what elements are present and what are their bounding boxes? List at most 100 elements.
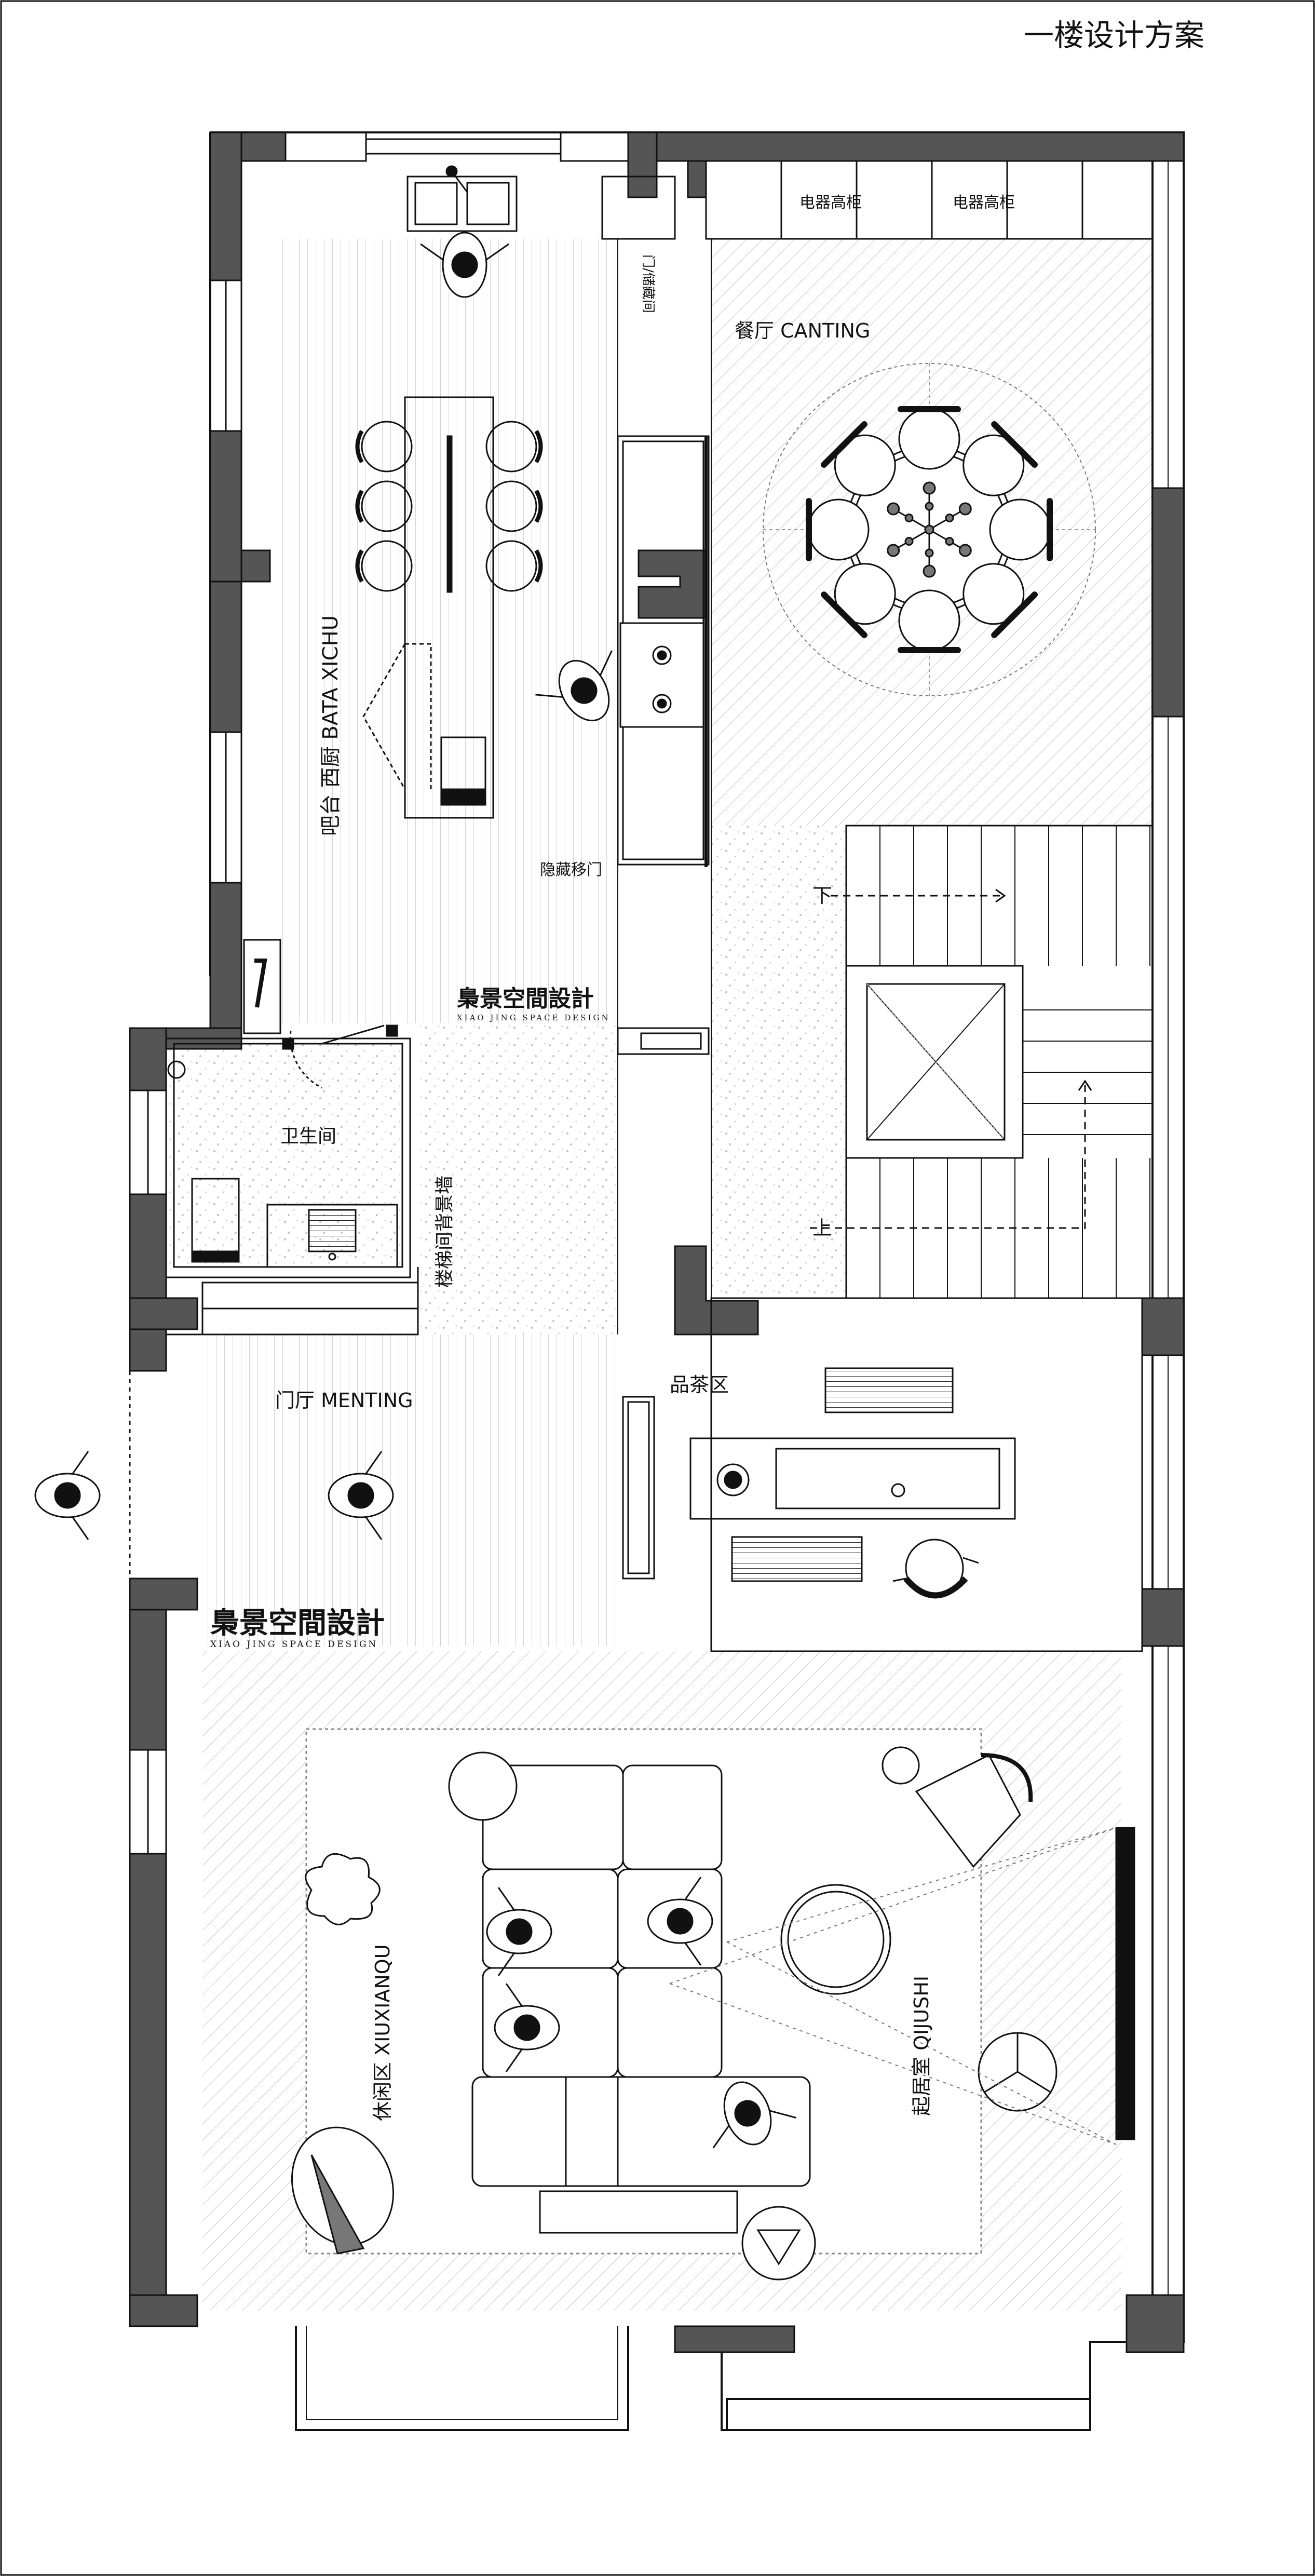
stair-hall-floor — [711, 826, 846, 1298]
chandelier-bulb — [887, 544, 900, 557]
person-arm — [600, 650, 613, 676]
living-zone — [291, 1746, 1135, 2281]
person-arm — [497, 1887, 515, 1910]
brand-name-2: 梟景空間設計 — [210, 1606, 385, 1640]
label-hidden-door: 隐藏移门 — [540, 861, 602, 879]
chandelier-bulb — [923, 564, 936, 578]
person-arm — [535, 694, 563, 698]
label-stairs-up: 上 — [812, 1217, 832, 1239]
chandelier-bulb — [925, 548, 934, 558]
label-living: 起居室 QIJUSHI — [910, 1976, 933, 2116]
sink-counter — [406, 176, 518, 232]
brand-stamp-2: 梟景空間設計 XIAO JING SPACE DESIGN — [210, 1606, 385, 1650]
windows — [129, 131, 1185, 2296]
dining-chair-back — [991, 421, 1038, 468]
person-figure — [494, 1983, 560, 2072]
dining-chair — [834, 563, 896, 625]
staircase — [845, 825, 1154, 1299]
bar-chair-back — [355, 430, 364, 463]
stair-arrowheads — [995, 888, 1092, 1091]
tea-chair — [892, 1539, 979, 1599]
chandelier-bulb — [923, 481, 936, 495]
person-arm — [72, 1451, 89, 1474]
bar-chair — [361, 480, 413, 532]
person-arm — [486, 243, 509, 261]
tea-table — [689, 1437, 1016, 1520]
label-closet-door: 门/储藏间 — [640, 254, 656, 313]
person-head — [347, 1482, 374, 1509]
person-arm — [497, 1953, 515, 1976]
dining-chair-back — [821, 421, 867, 468]
chandelier-bulb — [958, 544, 972, 557]
person-figure — [647, 1877, 713, 1966]
person-figure — [535, 650, 613, 722]
dining-chair — [962, 563, 1025, 625]
foyer-entrance — [129, 1267, 419, 1579]
tv-sightlines — [669, 1827, 1117, 2145]
dining-chair — [807, 498, 870, 561]
room-labels: 电器高柜 电器高柜 门/储藏间 餐厅 CANTING 吧台 西厨 BATA XI… — [275, 194, 1015, 2121]
person-arm — [365, 1451, 383, 1474]
person-head — [734, 2100, 761, 2127]
kitchen-zone — [243, 160, 1154, 1334]
label-foyer: 门厅 MENTING — [275, 1389, 413, 1412]
chandelier-bulb — [887, 502, 900, 516]
chandelier-center — [924, 524, 934, 535]
person-head — [451, 251, 478, 278]
foyer-floor — [202, 1334, 618, 1646]
brand-stamp-1: 梟景空間設計 XIAO JING SPACE DESIGN — [456, 986, 611, 1022]
tea-zone — [622, 1297, 1143, 1652]
person-arm — [505, 1983, 523, 2006]
person-figure — [420, 232, 509, 298]
dining-chairs — [806, 406, 1053, 653]
person-arm — [505, 2049, 523, 2072]
brand-sub-1: XIAO JING SPACE DESIGN — [457, 1013, 611, 1022]
person-head — [506, 1918, 533, 1945]
person-arm — [365, 1517, 383, 1540]
person-figure — [712, 2081, 796, 2149]
chandelier-bulb — [904, 514, 914, 522]
dining-chair — [962, 434, 1025, 496]
bar-chair-back — [355, 549, 364, 583]
tea-shelf — [622, 1396, 655, 1580]
label-tea: 品茶区 — [670, 1373, 729, 1396]
bar-chair — [485, 480, 537, 532]
person-head — [54, 1482, 81, 1509]
bar-chairs — [355, 421, 543, 592]
bathroom-zone — [165, 1024, 411, 1278]
chandelier-bulb — [925, 502, 934, 511]
brand-sub-2: XIAO JING SPACE DESIGN — [210, 1639, 378, 1650]
bar-kitchen-floor — [280, 239, 618, 1023]
dining-chair-back — [821, 591, 867, 638]
person-arm — [769, 2110, 796, 2119]
stair-arrows — [810, 895, 1086, 1229]
label-bar-kitchen: 吧台 西厨 BATA XICHU — [319, 615, 343, 836]
label-appliance-2: 电器高柜 — [953, 194, 1015, 212]
brand-name-1: 梟景空間設計 — [456, 986, 594, 1012]
person-arm — [712, 2125, 730, 2149]
person-arm — [684, 1877, 702, 1900]
person-figure — [34, 1451, 101, 1540]
dining-chair — [898, 589, 960, 652]
person-arm — [684, 1943, 702, 1966]
bathroom-floor — [166, 1039, 400, 1267]
chandelier-bulb — [945, 514, 954, 522]
person-head — [571, 677, 598, 704]
vanity — [266, 1204, 398, 1268]
label-leisure: 休闲区 XIUXIANQU — [371, 1944, 394, 2121]
tv — [1115, 1827, 1135, 2140]
label-stair-wall: 楼梯间背景墙 — [434, 1176, 455, 1288]
person-arm — [420, 243, 443, 261]
bar-chair-back — [534, 490, 543, 523]
dining-chair — [989, 498, 1051, 561]
chandelier — [887, 481, 972, 578]
plan-title: 一楼设计方案 — [1024, 18, 1204, 53]
bar-chair — [485, 421, 537, 473]
person-arm — [72, 1517, 89, 1540]
chandelier-bulb — [904, 537, 914, 546]
corridor-floor — [421, 1023, 618, 1334]
person-head — [513, 2014, 540, 2041]
dining-chair-back — [991, 591, 1038, 638]
dining-chair — [898, 408, 960, 470]
